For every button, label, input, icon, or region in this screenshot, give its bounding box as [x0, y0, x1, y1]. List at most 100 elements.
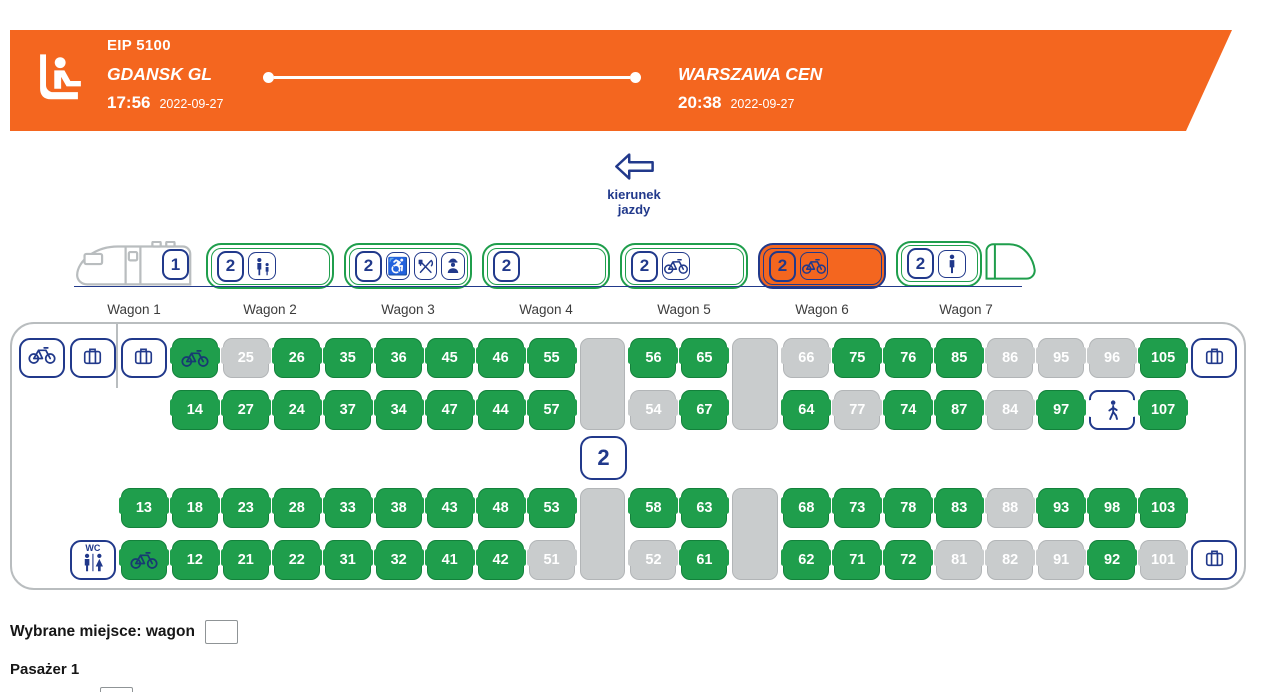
- seat-78[interactable]: 78: [883, 488, 934, 528]
- seat-61[interactable]: 61: [679, 540, 730, 580]
- class-badge: 2: [907, 248, 934, 279]
- seat-68[interactable]: 68: [781, 488, 832, 528]
- seat-74[interactable]: 74: [883, 390, 934, 430]
- seat-37[interactable]: 37: [322, 390, 373, 430]
- seat-53[interactable]: 53: [526, 488, 577, 528]
- seat-75[interactable]: 75: [832, 338, 883, 378]
- seat-93[interactable]: 93: [1036, 488, 1087, 528]
- seat-34[interactable]: 34: [373, 390, 424, 430]
- seat-107[interactable]: 107: [1138, 390, 1188, 430]
- seat-92[interactable]: 92: [1087, 540, 1138, 580]
- wagon-label: Wagon 6: [795, 302, 849, 317]
- seat-64[interactable]: 64: [781, 390, 832, 430]
- seat-38[interactable]: 38: [373, 488, 424, 528]
- seat-22[interactable]: 22: [271, 540, 322, 580]
- direction-of-travel: kierunek jazdy: [578, 152, 690, 218]
- selected-wagon-input[interactable]: [204, 620, 238, 644]
- seat-81: 81: [934, 540, 985, 580]
- seat-48[interactable]: 48: [475, 488, 526, 528]
- seat-47[interactable]: 47: [424, 390, 475, 430]
- seat-91: 91: [1036, 540, 1087, 580]
- seat-98[interactable]: 98: [1087, 488, 1138, 528]
- seat-32[interactable]: 32: [373, 540, 424, 580]
- seat-12[interactable]: 12: [169, 540, 220, 580]
- seat-55[interactable]: 55: [526, 338, 577, 378]
- seat-44[interactable]: 44: [475, 390, 526, 430]
- class-badge: 2: [493, 250, 520, 282]
- seat-36[interactable]: 36: [373, 338, 424, 378]
- seat-65[interactable]: 65: [679, 338, 730, 378]
- class-badge: 2: [631, 250, 658, 282]
- seat-42[interactable]: 42: [475, 540, 526, 580]
- suitcase-icon: [1204, 548, 1225, 572]
- seat-63[interactable]: 63: [679, 488, 730, 528]
- bicycle-space-seat[interactable]: [169, 338, 220, 378]
- bicycle-space-seat[interactable]: [118, 540, 169, 580]
- seat-87[interactable]: 87: [934, 390, 985, 430]
- seat-13[interactable]: 13: [118, 488, 169, 528]
- seat-35[interactable]: 35: [322, 338, 373, 378]
- seat-21[interactable]: 21: [220, 540, 271, 580]
- seat-28[interactable]: 28: [271, 488, 322, 528]
- seat-96: 96: [1087, 338, 1138, 378]
- seat-24[interactable]: 24: [271, 390, 322, 430]
- wagon-label: Wagon 7: [939, 302, 993, 317]
- seat-62[interactable]: 62: [781, 540, 832, 580]
- seat-85[interactable]: 85: [934, 338, 985, 378]
- seat-57[interactable]: 57: [526, 390, 577, 430]
- seat-76[interactable]: 76: [883, 338, 934, 378]
- seat-31[interactable]: 31: [322, 540, 373, 580]
- seat-71[interactable]: 71: [832, 540, 883, 580]
- seat-27[interactable]: 27: [220, 390, 271, 430]
- wagon-item-3[interactable]: 2♿ Wagon 3: [344, 243, 472, 317]
- wagon-shape: 2: [896, 240, 982, 287]
- suitcase-icon: [133, 346, 154, 370]
- seat-83[interactable]: 83: [934, 488, 985, 528]
- arrival-time: 20:38: [678, 93, 722, 112]
- seat-58[interactable]: 58: [628, 488, 679, 528]
- walking-person-seat[interactable]: [1088, 390, 1137, 430]
- class-badge: 2: [217, 250, 244, 282]
- train-tail-shape: [984, 238, 1036, 289]
- class-badge: 2: [355, 250, 382, 282]
- bicycle-icon: [27, 346, 57, 370]
- seat-46[interactable]: 46: [475, 338, 526, 378]
- seat-43[interactable]: 43: [424, 488, 475, 528]
- bicycle-icon: [800, 252, 828, 280]
- seat-23[interactable]: 23: [220, 488, 271, 528]
- wagon-label: Wagon 4: [519, 302, 573, 317]
- seat-56[interactable]: 56: [628, 338, 679, 378]
- seat-97[interactable]: 97: [1036, 390, 1087, 430]
- suitcase-icon: [82, 346, 103, 370]
- seat-41[interactable]: 41: [424, 540, 475, 580]
- seat-105[interactable]: 105: [1138, 338, 1188, 378]
- seat-18[interactable]: 18: [169, 488, 220, 528]
- seat-26[interactable]: 26: [271, 338, 322, 378]
- seat-14[interactable]: 14: [169, 390, 220, 430]
- wagon-shape: 2♿: [344, 243, 472, 289]
- seat-67[interactable]: 67: [679, 390, 730, 430]
- wagon-shape: 2: [206, 243, 334, 289]
- passenger-seat-icon: [30, 52, 88, 109]
- seat-52: 52: [628, 540, 679, 580]
- seat-33[interactable]: 33: [322, 488, 373, 528]
- suitcase-icon: [1204, 346, 1225, 370]
- seat-73[interactable]: 73: [832, 488, 883, 528]
- class-badge: 1: [162, 249, 189, 280]
- seat-72[interactable]: 72: [883, 540, 934, 580]
- wagon-label: Wagon 3: [381, 302, 435, 317]
- bicycle-icon: [662, 252, 690, 280]
- seat-103[interactable]: 103: [1138, 488, 1188, 528]
- vestibule-door: [579, 488, 626, 580]
- seat-45[interactable]: 45: [424, 338, 475, 378]
- seat-number-input[interactable]: [100, 687, 133, 692]
